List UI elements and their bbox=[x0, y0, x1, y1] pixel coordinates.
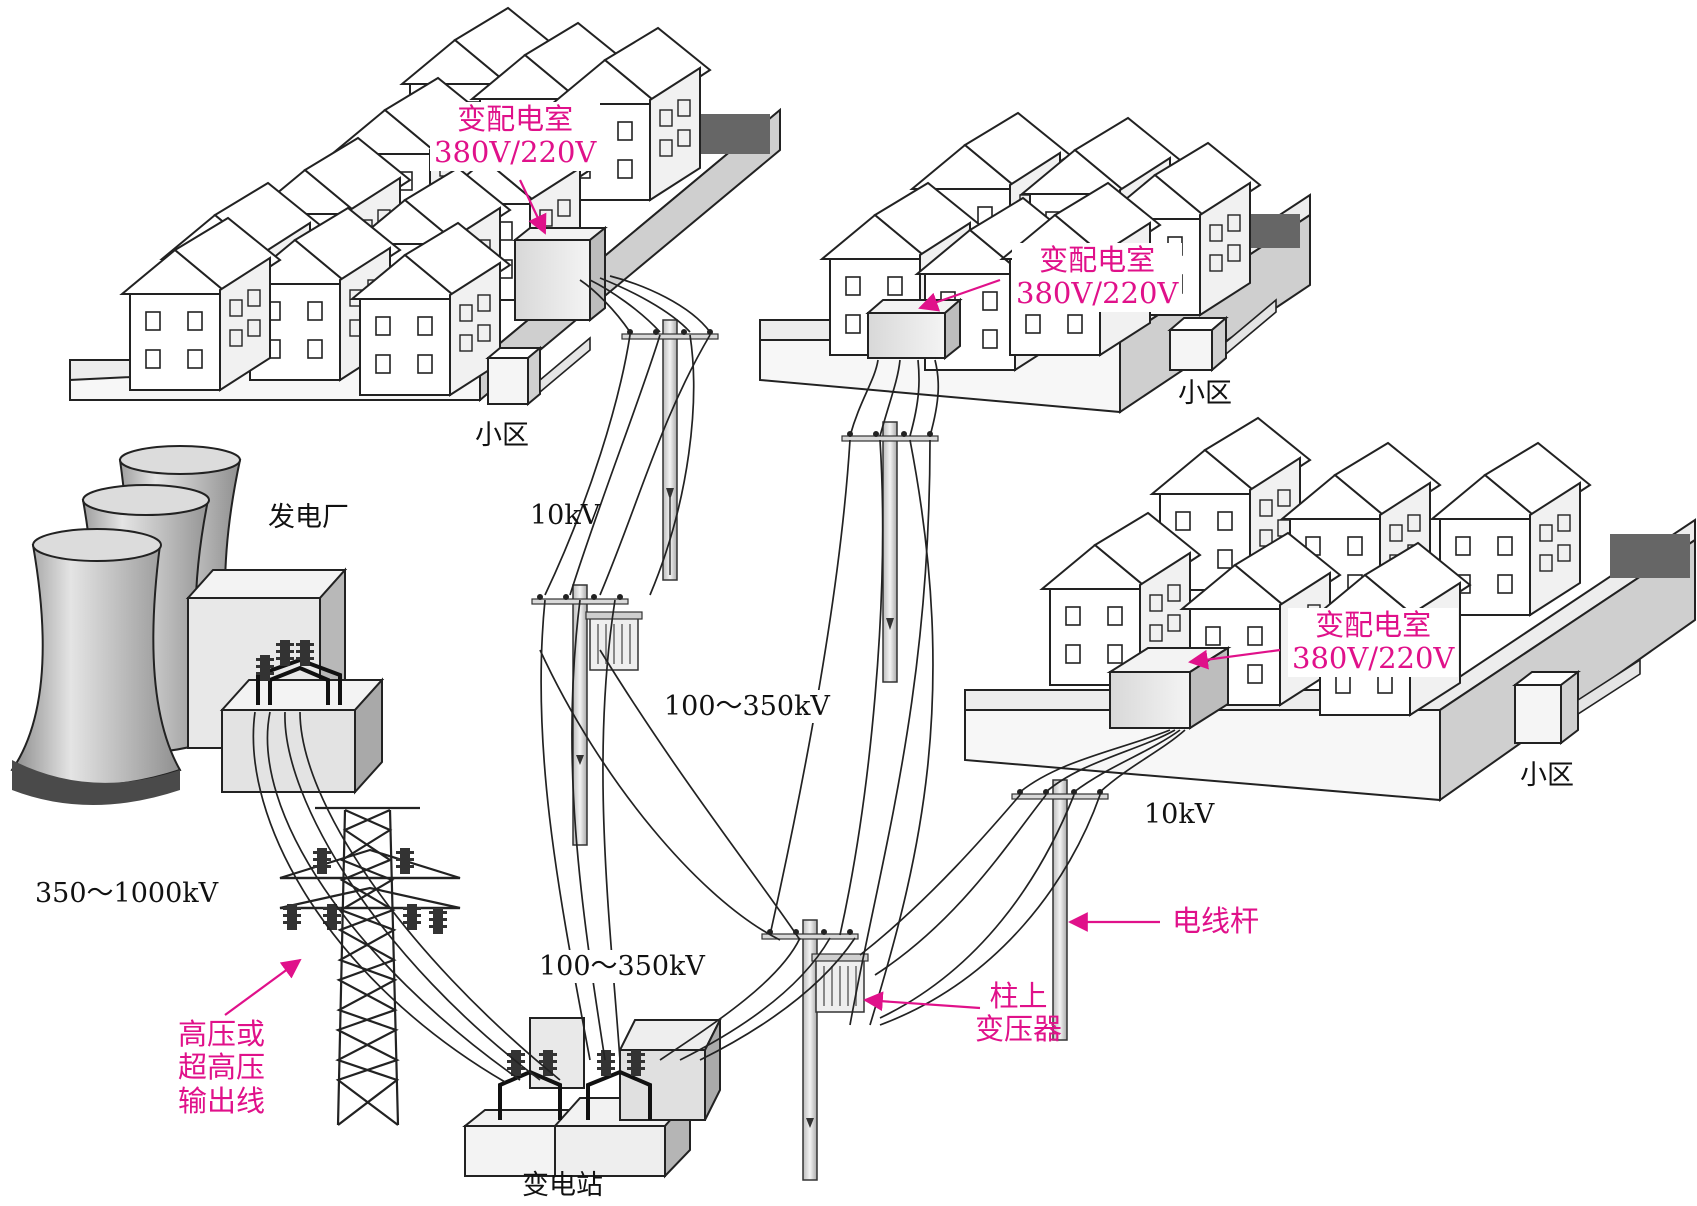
distribution-room-label-3: 变配电室 380V/220V bbox=[1288, 608, 1459, 677]
gatehouse bbox=[1167, 298, 1277, 373]
power-plant-label: 发电厂 bbox=[268, 502, 349, 533]
hv-output-line-3: 输出线 bbox=[178, 1083, 266, 1118]
distribution-room-label-1: 变配电室 380V/220V bbox=[430, 102, 601, 171]
voltage-10kv-right-label: 10kV bbox=[1140, 798, 1219, 832]
hv-output-line-2: 超高压 bbox=[178, 1050, 266, 1085]
community-top-left bbox=[69, 7, 781, 407]
voltage-100-350-upper-label: 100～350kV bbox=[660, 690, 834, 724]
power-pylon-icon bbox=[279, 806, 461, 1126]
pole-transformer-line-2: 变压器 bbox=[975, 1012, 1063, 1047]
distribution-room-2-title: 变配电室 bbox=[1039, 243, 1156, 277]
callout-arrows bbox=[224, 179, 1281, 1016]
cooling-tower-icon bbox=[10, 528, 182, 805]
distribution-room-3-title: 变配电室 bbox=[1315, 608, 1432, 642]
pole-transformer-line-1: 柱上 bbox=[989, 979, 1048, 1013]
distribution-room-3-voltage: 380V/220V bbox=[1292, 641, 1455, 676]
pole-transformer-icon bbox=[585, 611, 643, 671]
utility-pole-icon bbox=[841, 421, 939, 683]
power-lines bbox=[252, 275, 1186, 1083]
pole-transformer-label: 柱上 变压器 bbox=[975, 979, 1063, 1047]
substation bbox=[462, 1017, 722, 1179]
utility-pole-label: 电线杆 bbox=[1172, 904, 1260, 938]
gatehouse bbox=[1512, 658, 1641, 746]
substation-label: 变电站 bbox=[522, 1170, 603, 1201]
distribution-room-2-voltage: 380V/220V bbox=[1016, 276, 1179, 311]
voltage-100-350-lower-label: 100～350kV bbox=[535, 950, 709, 984]
voltage-10kv-left-label: 10kV bbox=[530, 500, 601, 531]
community-right-label: 小区 bbox=[1520, 760, 1574, 791]
pole-transformer-icon bbox=[811, 953, 869, 1013]
hv-output-line-1: 高压或 bbox=[178, 1017, 266, 1051]
distribution-room-box bbox=[865, 297, 963, 361]
community-right bbox=[964, 417, 1696, 802]
voltage-350-1000-label: 350～1000kV bbox=[35, 878, 219, 909]
distribution-room-label-2: 变配电室 380V/220V bbox=[1012, 243, 1183, 312]
gatehouse bbox=[485, 336, 591, 407]
distribution-room-1-voltage: 380V/220V bbox=[434, 135, 597, 170]
hv-output-line-label: 高压或 超高压 输出线 bbox=[178, 1017, 266, 1118]
power-plant bbox=[10, 445, 385, 805]
distribution-room-box bbox=[512, 225, 608, 323]
community-top-left-label: 小区 bbox=[475, 420, 529, 451]
distribution-room-1-title: 变配电室 bbox=[457, 102, 574, 136]
community-top-right-label: 小区 bbox=[1178, 378, 1232, 409]
